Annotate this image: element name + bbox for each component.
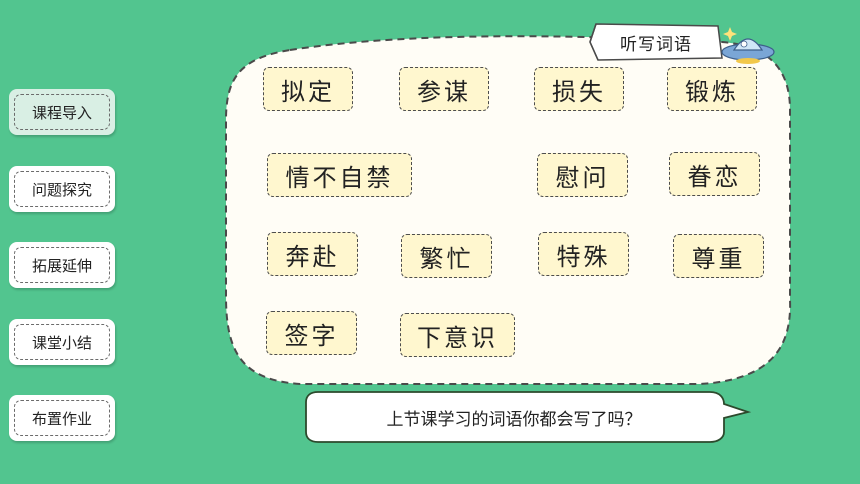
nav-item-label: 问题探究 <box>14 171 110 207</box>
nav-item-extension[interactable]: 拓展延伸 <box>9 242 115 288</box>
nav-item-course-intro[interactable]: 课程导入 <box>9 89 115 135</box>
nav-item-summary[interactable]: 课堂小结 <box>9 319 115 365</box>
title-tag-shape <box>589 23 723 61</box>
speech-bubble-shape <box>305 391 752 443</box>
speech-bubble-text: 上节课学习的词语你都会写了吗？ <box>386 409 642 430</box>
word-card: 拟定 <box>263 67 353 111</box>
board-shape <box>225 35 792 385</box>
word-card: 签字 <box>266 311 357 355</box>
spaceship-icon <box>721 27 775 64</box>
word-card: 损失 <box>534 67 624 111</box>
word-card: 眷恋 <box>669 152 760 196</box>
nav-item-homework[interactable]: 布置作业 <box>9 395 115 441</box>
word-card: 奔赴 <box>267 232 358 276</box>
word-card: 下意识 <box>400 313 515 357</box>
nav-item-problem-explore[interactable]: 问题探究 <box>9 166 115 212</box>
nav-item-label: 布置作业 <box>14 400 110 436</box>
word-card: 尊重 <box>673 234 764 278</box>
nav-item-label: 拓展延伸 <box>14 247 110 283</box>
word-card: 参谋 <box>399 67 489 111</box>
nav-item-label: 课堂小结 <box>14 324 110 360</box>
word-card: 锻炼 <box>667 67 757 111</box>
word-card: 特殊 <box>538 232 629 276</box>
board-title: 听写词语 <box>620 34 692 55</box>
word-card: 慰问 <box>537 153 628 197</box>
nav-item-label: 课程导入 <box>14 94 110 130</box>
word-card: 繁忙 <box>401 234 492 278</box>
word-card: 情不自禁 <box>267 153 412 197</box>
